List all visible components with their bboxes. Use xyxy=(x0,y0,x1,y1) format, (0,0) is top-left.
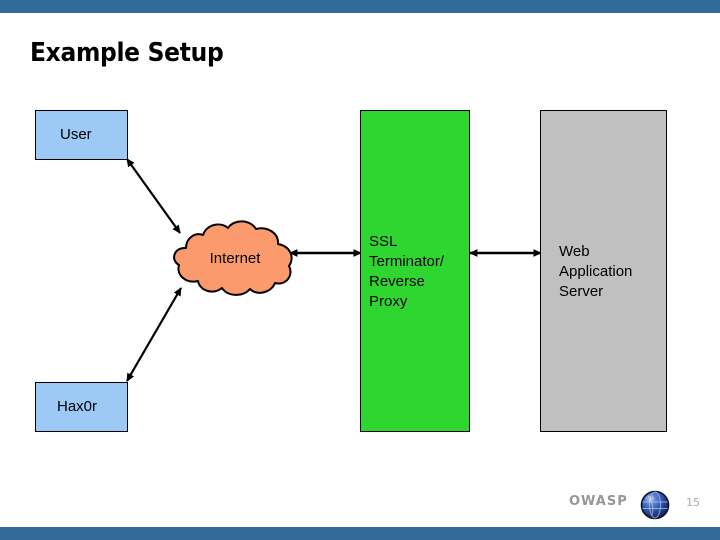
node-ssl-terminator-label: SSL Terminator/ Reverse Proxy xyxy=(369,233,445,310)
slide-top-bar xyxy=(0,0,720,13)
node-hax0r-label: Hax0r xyxy=(57,398,98,415)
connector-hax0r-internet xyxy=(126,287,182,382)
page-number: 15 xyxy=(686,496,700,509)
page-title: Example Setup xyxy=(30,38,224,68)
node-web-application-server[interactable]: Web Application Server xyxy=(540,110,667,432)
node-internet-label: Internet xyxy=(209,249,261,267)
globe-icon xyxy=(639,489,671,521)
node-hax0r[interactable]: Hax0r xyxy=(35,382,128,432)
node-ssl-terminator[interactable]: SSL Terminator/ Reverse Proxy xyxy=(360,110,470,432)
slide-bottom-bar xyxy=(0,527,720,540)
node-internet-cloud[interactable]: Internet xyxy=(168,218,296,298)
owasp-brand-text: OWASP xyxy=(569,494,628,509)
cloud-shape xyxy=(173,220,293,296)
node-web-application-server-label: Web Application Server xyxy=(559,243,633,300)
node-user[interactable]: User xyxy=(35,110,128,160)
node-user-label: User xyxy=(60,126,92,143)
